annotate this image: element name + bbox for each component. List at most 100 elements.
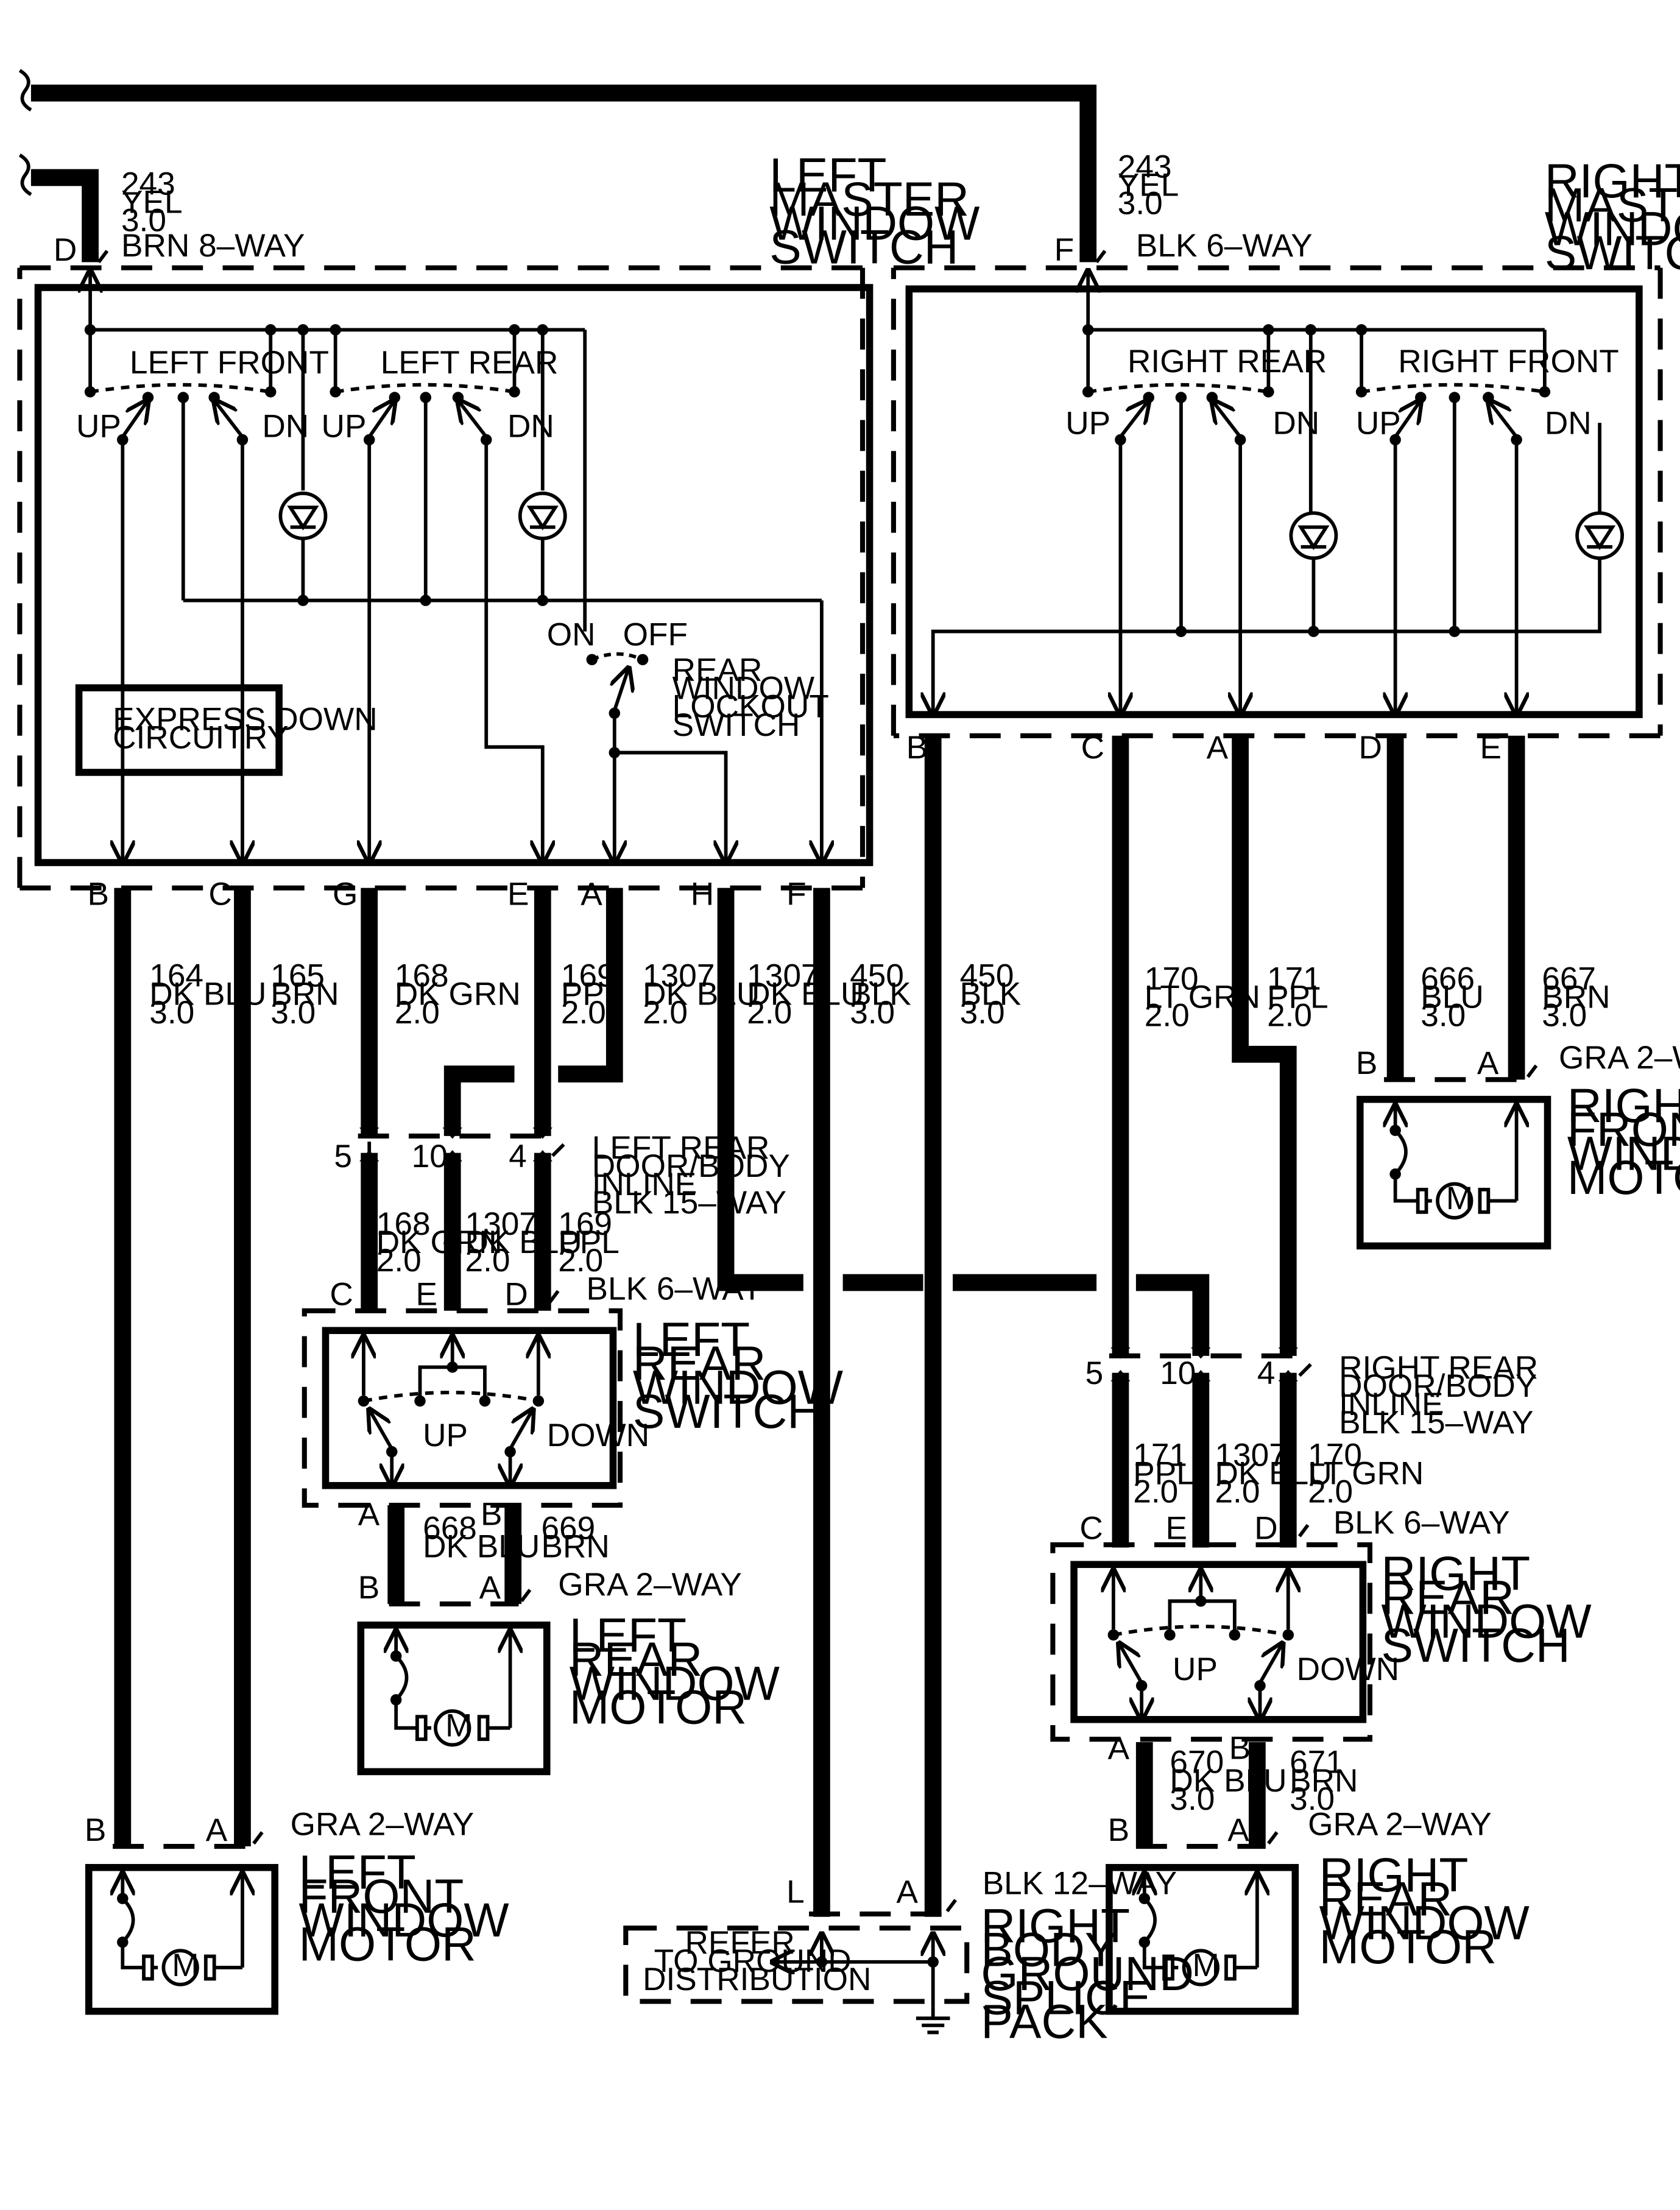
wire-171-size: 2.0: [1267, 997, 1312, 1033]
motor-icon: [161, 1949, 199, 1986]
label-dn-4: DN: [1545, 406, 1592, 442]
wire-170b-num: 170: [1308, 1437, 1362, 1473]
title-left-master-3: WINDOW: [769, 196, 979, 250]
right-rear-window-switch: C E D BLK 6–WAY UP DOWN A B: [1050, 1505, 1510, 1767]
wire-1307a-size: 2.0: [643, 995, 688, 1031]
pin-rr-5: 5: [1085, 1355, 1104, 1391]
label-right-rear: RIGHT REAR: [1128, 344, 1327, 380]
left-rear-window-motor: B A GRA 2–WAY M: [357, 1567, 742, 1776]
title-ground-3: GROUND: [981, 1947, 1194, 2000]
wire-666-size: 3.0: [1421, 997, 1466, 1033]
wire-243-right-color: YEL: [1118, 168, 1179, 203]
rr-inline-3: INLINE: [1339, 1386, 1443, 1422]
wire-171-num: 171: [1267, 961, 1321, 997]
label-left-rear: LEFT REAR: [381, 345, 559, 381]
ground-splice-pack: L A BLK 12–WAY REFER TO GROUND DISTRIBUT…: [623, 1866, 1177, 2035]
wire-168b-num: 168: [376, 1206, 431, 1242]
pin-rrs-c: C: [1079, 1511, 1103, 1547]
title-rr-motor-2: REAR: [1319, 1872, 1453, 1926]
wire-450a-color: BLK: [850, 976, 911, 1012]
wire-1307a-num: 1307: [643, 958, 715, 994]
wire-1307d-color: DK BLU: [1215, 1455, 1332, 1491]
wire-169b-size: 2.0: [558, 1243, 603, 1279]
title-rr-switch-1: RIGHT: [1381, 1547, 1530, 1600]
connector-gra2-rf: GRA 2–WAY: [1559, 1040, 1680, 1076]
harness-wires: [114, 735, 1525, 1917]
label-dn: DN: [262, 408, 309, 444]
wire-243-left-num: 243: [121, 166, 175, 202]
wire-669-color: BRN: [541, 1529, 609, 1565]
label-right-front: RIGHT FRONT: [1398, 344, 1619, 380]
pin-lr-5: 5: [334, 1139, 352, 1174]
lr-inline-3: INLINE: [592, 1167, 696, 1202]
pin-lrs-a: A: [358, 1497, 380, 1533]
wire-164-num: 164: [149, 958, 203, 994]
wire-670-size: 3.0: [1170, 1781, 1215, 1817]
wire-667-size: 3.0: [1542, 997, 1587, 1033]
pin-rrs-b: B: [1229, 1731, 1251, 1767]
wire-671-num: 671: [1290, 1745, 1344, 1781]
motor-m-lr: M: [445, 1708, 472, 1744]
title-right-master-1: RIGHT: [1545, 154, 1680, 208]
pin-lfm-b: B: [85, 1812, 107, 1848]
wire-450b-color: BLK: [960, 976, 1022, 1012]
pin-rm-top: F: [1054, 232, 1074, 268]
wire-170b-color: LT GRN: [1308, 1455, 1424, 1491]
pin-lm-g: G: [333, 876, 358, 912]
pin-lr-4: 4: [509, 1139, 527, 1174]
connector-blk6-right: BLK 6–WAY: [1136, 228, 1313, 264]
motor-m-lf: M: [172, 1947, 199, 1983]
title-lr-motor-3: WINDOW: [570, 1656, 780, 1710]
lr-inline-4: BLK 15–WAY: [592, 1185, 786, 1221]
wire-667-color: BRN: [1542, 979, 1610, 1015]
wire-168b-color: DK GRN: [376, 1224, 503, 1260]
label-dn-2: DN: [507, 408, 554, 444]
left-master-window-switch: D BRN 8–WAY LEFT FRONT UP DN: [17, 228, 874, 891]
pin-rrm-a: A: [1227, 1812, 1249, 1848]
wire-165-color: BRN: [270, 976, 339, 1012]
label-lockout-4: SWITCH: [672, 707, 800, 743]
wire-668-num: 668: [423, 1511, 477, 1547]
rr-inline-4: BLK 15–WAY: [1339, 1405, 1533, 1441]
pin-g-a: A: [897, 1874, 919, 1910]
wire-170-color: LT GRN: [1145, 979, 1260, 1015]
wire-169b-num: 169: [558, 1206, 612, 1242]
connector-gra2-lr: GRA 2–WAY: [558, 1567, 742, 1603]
wire-243-right-size: 3.0: [1118, 186, 1163, 222]
wire-1307c-num: 1307: [465, 1206, 537, 1242]
led-indicator-icon: [1575, 511, 1625, 560]
label-up: UP: [76, 408, 121, 444]
title-lr-switch-4: SWITCH: [633, 1385, 822, 1438]
led-indicator-icon: [278, 491, 328, 540]
title-rr-motor-4: MOTOR: [1319, 1920, 1497, 1974]
label-lockout-1: REAR: [672, 652, 763, 688]
pin-rrs-e: E: [1165, 1511, 1187, 1547]
label-on: ON: [547, 617, 596, 653]
wire-168-size: 2.0: [395, 995, 440, 1031]
pin-lm-f: F: [786, 876, 806, 912]
wire-171b-color: PPL: [1133, 1455, 1195, 1491]
label-lockout-2: WINDOW: [672, 671, 815, 707]
right-rear-window-motor: B A GRA 2–WAY M: [1106, 1807, 1492, 2015]
title-lr-switch-3: WINDOW: [633, 1361, 843, 1414]
wire-450b-num: 450: [960, 958, 1014, 994]
label-left-front: LEFT FRONT: [130, 345, 329, 381]
title-left-master-1: LEFT: [769, 149, 886, 202]
title-lr-motor-2: REAR: [570, 1633, 703, 1686]
refer-1: REFER: [685, 1925, 794, 1961]
label-express-1: EXPRESS DOWN: [113, 702, 378, 738]
pin-lm-e: E: [507, 876, 529, 912]
pin-rr-10: 10: [1160, 1355, 1196, 1391]
label-up-2: UP: [322, 408, 367, 444]
right-rear-inline-connector: 5 10 4 RIGHT REAR DOOR/BODY INLINE BLK 1…: [1085, 1347, 1538, 1441]
title-lf-motor-2: FRONT: [299, 1869, 464, 1923]
pin-lm-b: B: [87, 876, 109, 912]
wire-669-num: 669: [541, 1511, 595, 1547]
pin-lm-h: H: [691, 876, 714, 912]
wire-668-color: DK BLU: [423, 1529, 540, 1565]
title-lr-switch-2: REAR: [633, 1336, 766, 1390]
pin-lr-10: 10: [412, 1139, 448, 1174]
title-lf-motor-3: WINDOW: [299, 1893, 509, 1947]
title-rr-switch-4: SWITCH: [1381, 1619, 1570, 1672]
wire-670-color: DK BLU: [1170, 1763, 1286, 1799]
